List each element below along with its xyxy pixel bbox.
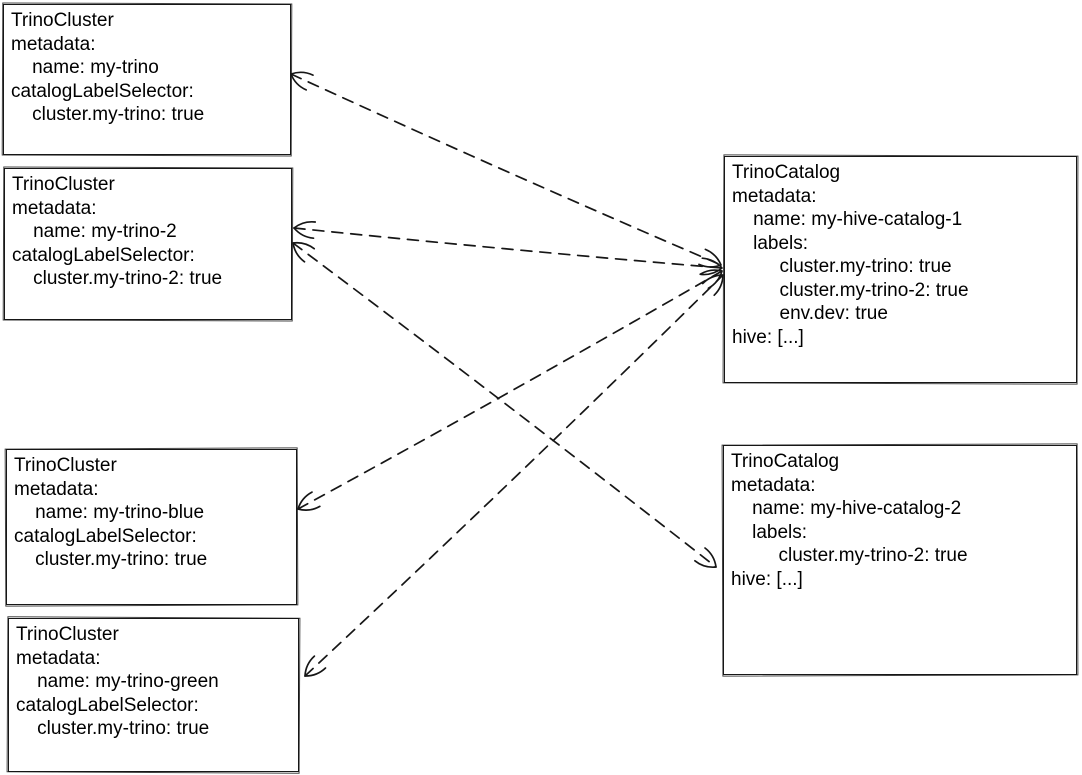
arrowhead-start-my-trino--my-hive-catalog-1 [290, 71, 314, 91]
node-line: name: my-trino [11, 57, 159, 78]
node-line: metadata: [14, 478, 99, 500]
edge-my-trino-2--my-hive-catalog-1 [293, 227, 723, 269]
node-line: name: my-trino-2 [12, 221, 177, 242]
trino-cluster-box-my-trino-2: TrinoCluster metadata: name: my-trino-2 … [4, 168, 292, 320]
node-kind: TrinoCluster [11, 10, 114, 31]
node-line: metadata: [12, 197, 97, 219]
node-line: cluster.my-trino: true [14, 549, 208, 570]
node-line: catalogLabelSelector: [11, 80, 194, 102]
node-line: cluster.my-trino-2: true [12, 268, 223, 289]
node-line: labels: [732, 232, 809, 254]
node-line: cluster.my-trino: true [11, 104, 205, 125]
arrowhead-end-my-trino--my-hive-catalog-1 [698, 248, 722, 268]
arrowhead-end-my-trino-green--my-hive-catalog-1 [701, 274, 724, 297]
node-kind: TrinoCatalog [731, 451, 840, 472]
node-line: cluster.my-trino-2: true [731, 545, 968, 566]
node-kind: TrinoCluster [16, 624, 119, 645]
node-line: metadata: [732, 185, 817, 207]
edge-my-trino-blue--my-hive-catalog-1 [297, 270, 723, 510]
trino-cluster-box-my-trino: TrinoCluster metadata: name: my-trino ca… [3, 4, 291, 155]
arrowhead-end-my-trino-blue--my-hive-catalog-1 [699, 269, 723, 290]
trino-cluster-box-my-trino-green: TrinoCluster metadata: name: my-trino-gr… [8, 618, 299, 772]
node-line: hive: [...] [731, 568, 803, 590]
node-line: metadata: [731, 474, 816, 496]
node-line: name: my-hive-catalog-1 [732, 209, 963, 230]
node-line: name: my-trino-green [16, 671, 219, 692]
node-line: cluster.my-trino-2: true [732, 279, 969, 301]
node-line: name: my-trino-blue [14, 502, 205, 523]
node-kind: TrinoCluster [14, 455, 117, 476]
trino-catalog-box-my-hive-catalog-1: TrinoCatalog metadata: name: my-hive-cat… [724, 156, 1077, 383]
node-line: name: my-hive-catalog-2 [731, 498, 962, 519]
edge-my-trino-2--my-hive-catalog-2 [292, 242, 717, 568]
node-line: metadata: [11, 33, 96, 55]
node-line: cluster.my-trino: true [732, 256, 952, 277]
node-line: cluster.my-trino: true [16, 718, 210, 739]
edge-my-trino--my-hive-catalog-1 [290, 73, 722, 266]
node-line: metadata: [16, 647, 101, 669]
node-line: hive: [...] [732, 326, 804, 348]
arrowhead-start-my-trino-green--my-hive-catalog-1 [304, 655, 327, 677]
arrowhead-start-my-trino-2--my-hive-catalog-1 [293, 220, 317, 240]
node-line: env.dev: true [732, 303, 888, 324]
trino-catalog-box-my-hive-catalog-2: TrinoCatalog metadata: name: my-hive-cat… [723, 445, 1077, 675]
node-line: catalogLabelSelector: [12, 244, 195, 266]
arrowhead-end-my-trino-2--my-hive-catalog-2 [694, 547, 717, 569]
trino-cluster-box-my-trino-blue: TrinoCluster metadata: name: my-trino-bl… [6, 449, 297, 605]
node-kind: TrinoCluster [12, 174, 115, 195]
node-kind: TrinoCatalog [732, 162, 841, 183]
node-line: catalogLabelSelector: [14, 525, 197, 547]
node-line: labels: [731, 521, 808, 543]
arrowhead-start-my-trino-blue--my-hive-catalog-1 [297, 491, 321, 511]
arrowhead-end-my-trino-2--my-hive-catalog-1 [700, 257, 723, 276]
arrowhead-start-my-trino-2--my-hive-catalog-2 [292, 241, 316, 263]
edge-my-trino-green--my-hive-catalog-1 [304, 274, 724, 677]
node-line: catalogLabelSelector: [16, 694, 199, 716]
